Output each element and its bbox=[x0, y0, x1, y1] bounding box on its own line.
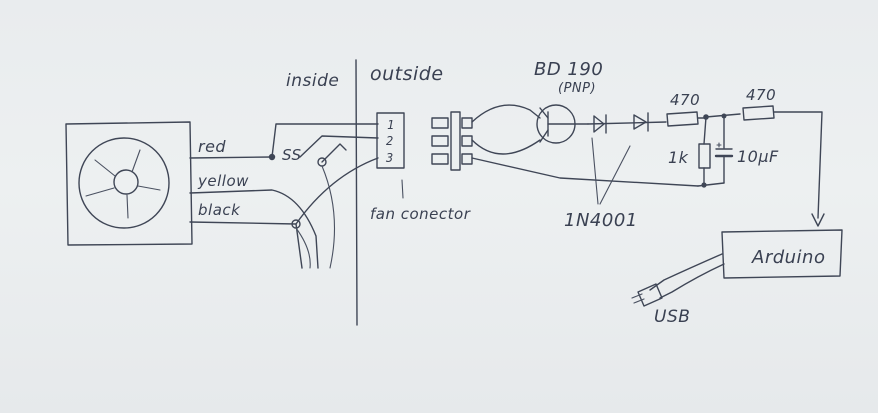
connector-pin-3: 3 bbox=[385, 151, 393, 165]
black-lead bbox=[295, 227, 311, 269]
connector-pin-2: 2 bbox=[386, 134, 393, 148]
resistor-470-a-label: 470 bbox=[670, 91, 700, 109]
base-line bbox=[587, 121, 667, 125]
usb-label: USB bbox=[654, 307, 690, 327]
pin2-wire bbox=[299, 135, 379, 158]
usb-plug-icon bbox=[631, 283, 663, 307]
connector-label: fan conector bbox=[370, 205, 471, 223]
diode-1 bbox=[593, 114, 607, 134]
splice-mark: SS bbox=[282, 146, 302, 164]
red-wire bbox=[189, 156, 273, 159]
pin1-to-emitter bbox=[471, 104, 541, 123]
black-wire-label: black bbox=[198, 201, 241, 219]
pin3-ground-wire bbox=[471, 157, 699, 187]
transistor-symbol bbox=[536, 104, 589, 144]
signal-arrow bbox=[811, 213, 825, 227]
transistor-name: BD 190 bbox=[534, 59, 603, 80]
signal-to-arduino bbox=[773, 111, 823, 219]
resistor-1k bbox=[698, 143, 711, 169]
yellow-wire-label: yellow bbox=[197, 172, 249, 190]
usb-cable bbox=[649, 253, 723, 291]
black-wire bbox=[189, 221, 303, 269]
resistor-470-a bbox=[666, 111, 707, 127]
mating-connector bbox=[431, 111, 473, 171]
resistor-470-b-label: 470 bbox=[746, 86, 776, 104]
transistor-type: (PNP) bbox=[558, 81, 596, 96]
pin3-wire bbox=[295, 157, 379, 225]
connector-pin-1: 1 bbox=[387, 118, 394, 132]
resistor-1k-label: 1k bbox=[668, 148, 689, 167]
inside-outside-divider bbox=[355, 59, 358, 326]
pin1-wire bbox=[271, 123, 379, 158]
usb-cable-2 bbox=[659, 263, 725, 299]
diode-label-arrow-2 bbox=[599, 145, 631, 205]
pin2-branch bbox=[321, 143, 347, 163]
ground-junction bbox=[701, 182, 707, 188]
diode-label-arrow-1 bbox=[591, 137, 599, 205]
diode-label: 1N4001 bbox=[564, 210, 638, 231]
connector-label-arrow bbox=[401, 179, 404, 199]
diode-2 bbox=[633, 112, 649, 132]
yellow-lead bbox=[321, 165, 336, 269]
yellow-wire bbox=[189, 189, 319, 269]
outside-label: outside bbox=[370, 63, 444, 85]
arduino-board bbox=[721, 229, 843, 279]
fan-icon bbox=[65, 121, 193, 246]
red-wire-label: red bbox=[198, 137, 226, 156]
fan-connector: 1 2 3 bbox=[376, 112, 405, 169]
arduino-label: Arduino bbox=[751, 247, 825, 268]
resistor-470-b bbox=[742, 105, 775, 121]
pin2-to-collector bbox=[471, 139, 541, 155]
capacitor-label: 10µF bbox=[737, 147, 779, 166]
inside-label: inside bbox=[286, 71, 339, 91]
1k-top-lead bbox=[703, 116, 707, 145]
